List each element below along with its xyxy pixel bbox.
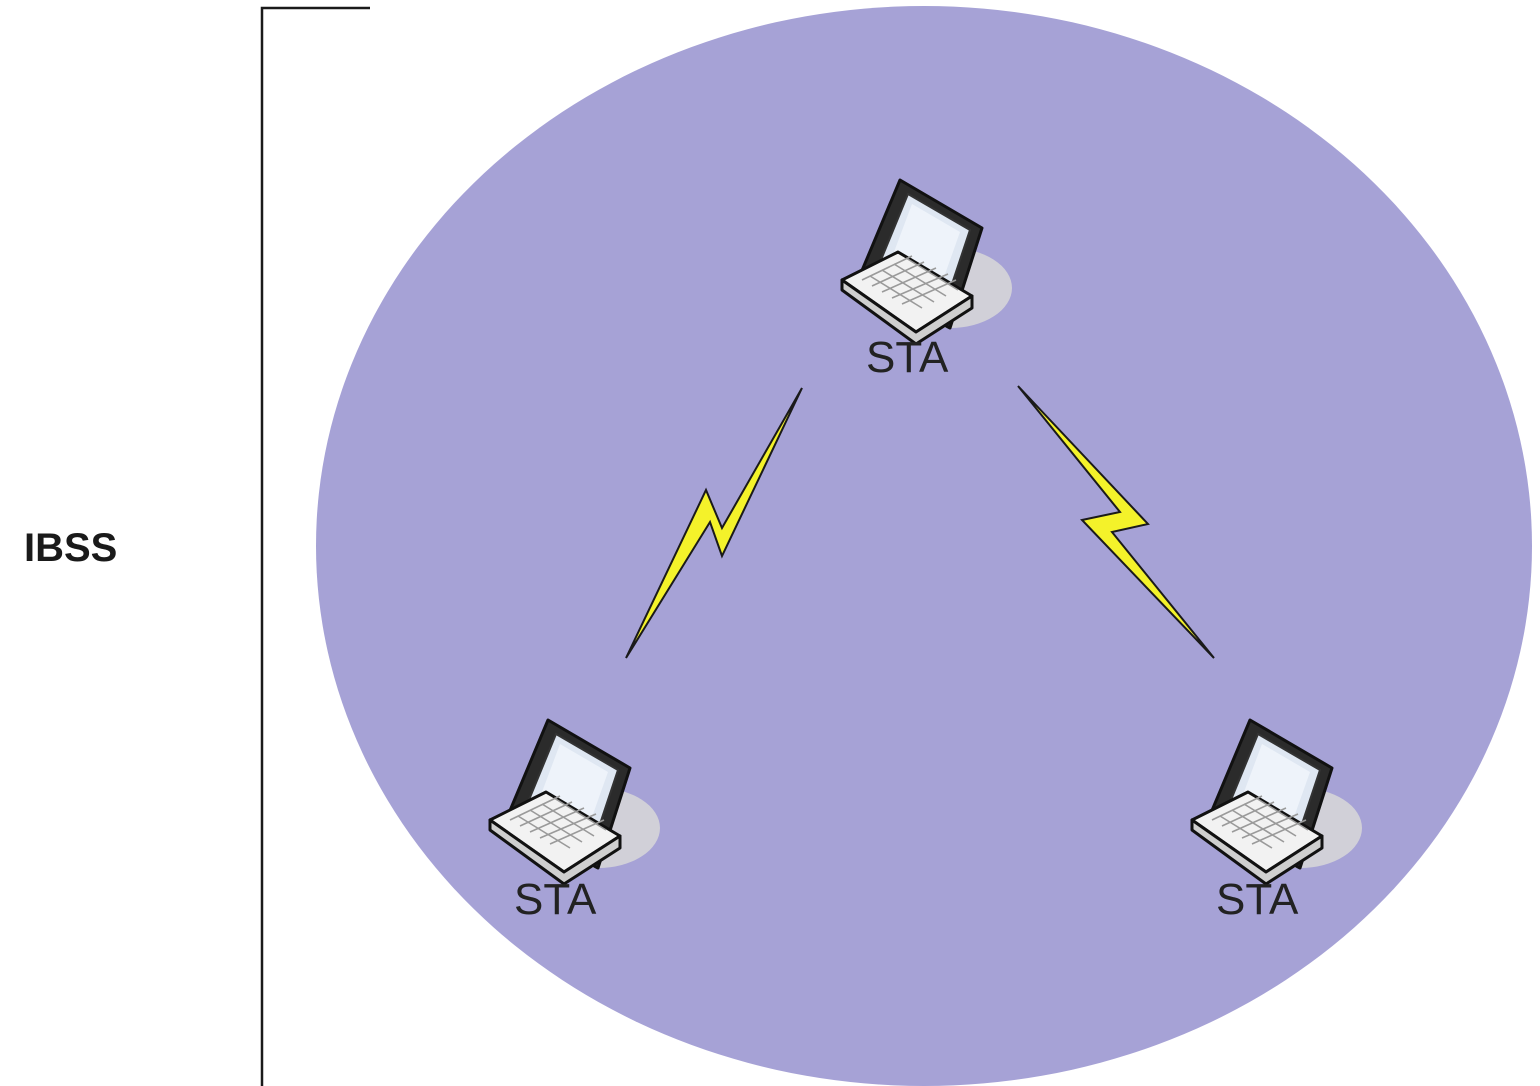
ibss-label: IBSS — [24, 526, 117, 570]
station-bottom-left: STA — [488, 718, 662, 924]
ibss-coverage-area — [316, 6, 1532, 1086]
ibss-bracket — [260, 6, 370, 1086]
wireless-link-left — [625, 387, 803, 659]
station-bottom-right: STA — [1190, 718, 1364, 924]
station-top: STA — [840, 178, 1014, 382]
station-label: STA — [866, 333, 949, 382]
wireless-link-right — [1017, 385, 1215, 659]
station-label: STA — [1216, 875, 1299, 924]
station-label: STA — [514, 875, 597, 924]
